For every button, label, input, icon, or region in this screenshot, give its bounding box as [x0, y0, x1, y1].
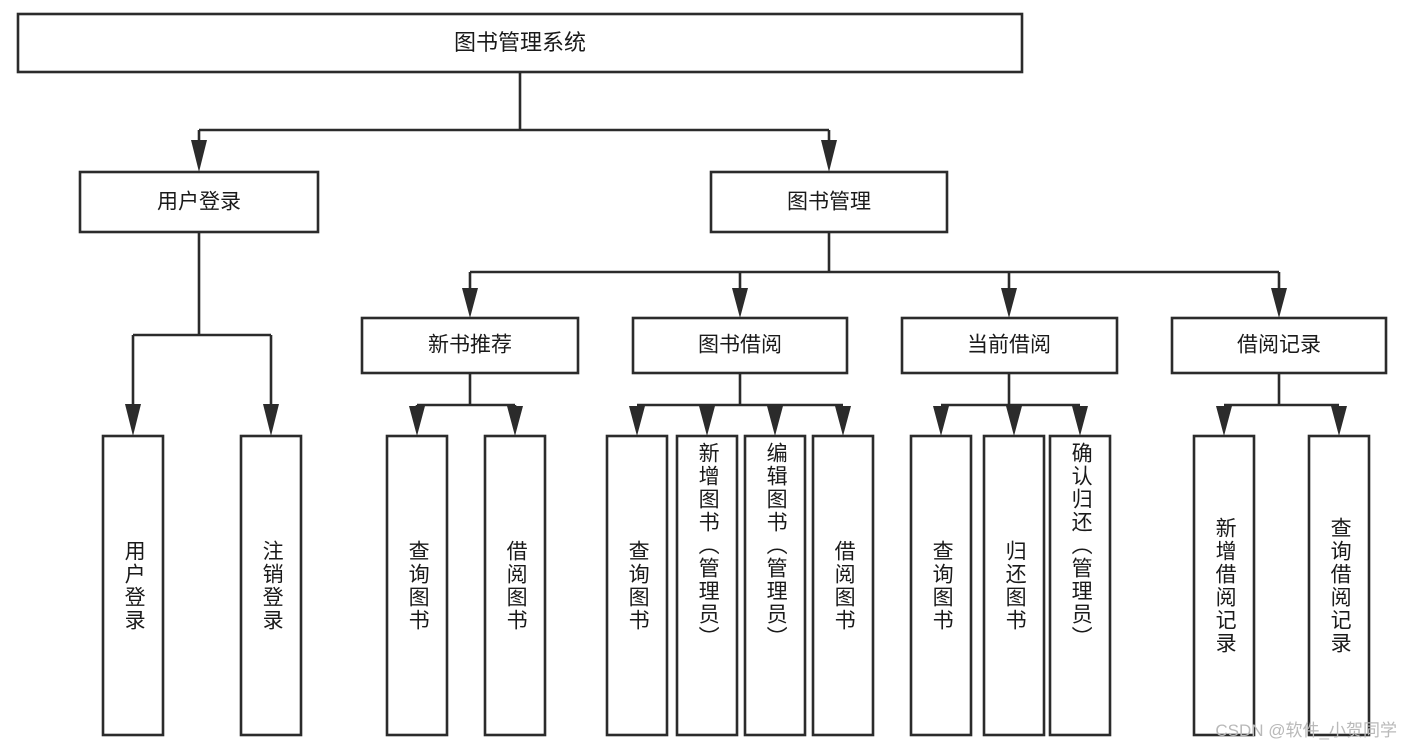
book-manage-label: 图书管理 [787, 191, 871, 214]
arrow-user-login-leaf-1 [125, 404, 141, 436]
leaf-box-user-logout[interactable] [239, 434, 303, 737]
leaf-box-borrow-book-2[interactable] [811, 434, 875, 737]
csdn-watermark: CSDN @软件_小贺同学 [1215, 721, 1397, 740]
node-current-borrow[interactable]: 当前借阅 [900, 316, 1119, 375]
current-borrow-label: 当前借阅 [967, 334, 1051, 357]
arrow-borrow-record-leaf-2 [1331, 406, 1347, 436]
arrow-user-login-leaf-2 [263, 404, 279, 436]
leaf-box-edit-book[interactable] [743, 434, 807, 737]
root-label: 图书管理系统 [454, 30, 586, 55]
leaf-box-query-book-2[interactable] [605, 434, 669, 737]
arrow-current-borrow-leaf-3 [1072, 406, 1088, 436]
leaf-box-user-login[interactable] [101, 434, 165, 737]
root-box[interactable] [16, 12, 1024, 74]
arrow-root-to-book-manage [821, 140, 837, 172]
node-book-borrow[interactable]: 图书借阅 [631, 316, 849, 375]
connector-layer [125, 72, 1347, 436]
arrow-book-borrow-leaf-1 [629, 406, 645, 436]
new-book-rec-box[interactable] [360, 316, 580, 375]
leaf-box-add-book[interactable] [675, 434, 739, 737]
leaf-box-query-book-1[interactable] [385, 434, 449, 737]
arrow-to-book-borrow [732, 288, 748, 318]
book-borrow-box[interactable] [631, 316, 849, 375]
arrow-to-new-book-rec [462, 288, 478, 318]
arrow-borrow-record-leaf-1 [1216, 406, 1232, 436]
node-borrow-record[interactable]: 借阅记录 [1170, 316, 1388, 375]
node-new-book-rec[interactable]: 新书推荐 [360, 316, 580, 375]
leaf-box-query-book-3[interactable] [909, 434, 973, 737]
arrow-book-borrow-leaf-4 [835, 406, 851, 436]
arrow-current-borrow-leaf-1 [933, 406, 949, 436]
arrow-current-borrow-leaf-2 [1006, 406, 1022, 436]
arrow-to-current-borrow [1001, 288, 1017, 318]
leaf-box-add-record[interactable] [1192, 434, 1256, 737]
leaf-box-return-book[interactable] [982, 434, 1046, 737]
user-login-label: 用户登录 [157, 191, 241, 214]
arrow-to-borrow-record [1271, 288, 1287, 318]
borrow-record-box[interactable] [1170, 316, 1388, 375]
current-borrow-box[interactable] [900, 316, 1119, 375]
user-login-box[interactable] [78, 170, 320, 234]
arrow-new-book-rec-leaf-2 [507, 406, 523, 436]
book-manage-box[interactable] [709, 170, 949, 234]
leaf-box-query-record[interactable] [1307, 434, 1371, 737]
new-book-rec-label: 新书推荐 [428, 334, 512, 357]
arrow-book-borrow-leaf-2 [699, 406, 715, 436]
node-root[interactable]: 图书管理系统 [16, 12, 1024, 74]
node-book-manage[interactable]: 图书管理 [709, 170, 949, 234]
arrow-book-borrow-leaf-3 [767, 406, 783, 436]
arrow-new-book-rec-leaf-1 [409, 406, 425, 436]
leaf-box-borrow-book-1[interactable] [483, 434, 547, 737]
borrow-record-label: 借阅记录 [1237, 334, 1321, 357]
arrow-root-to-user-login [191, 140, 207, 172]
leaf-box-layer [101, 434, 1371, 737]
book-borrow-label: 图书借阅 [698, 334, 782, 357]
leaf-box-confirm-return[interactable] [1048, 434, 1112, 737]
node-user-login[interactable]: 用户登录 [78, 170, 320, 234]
